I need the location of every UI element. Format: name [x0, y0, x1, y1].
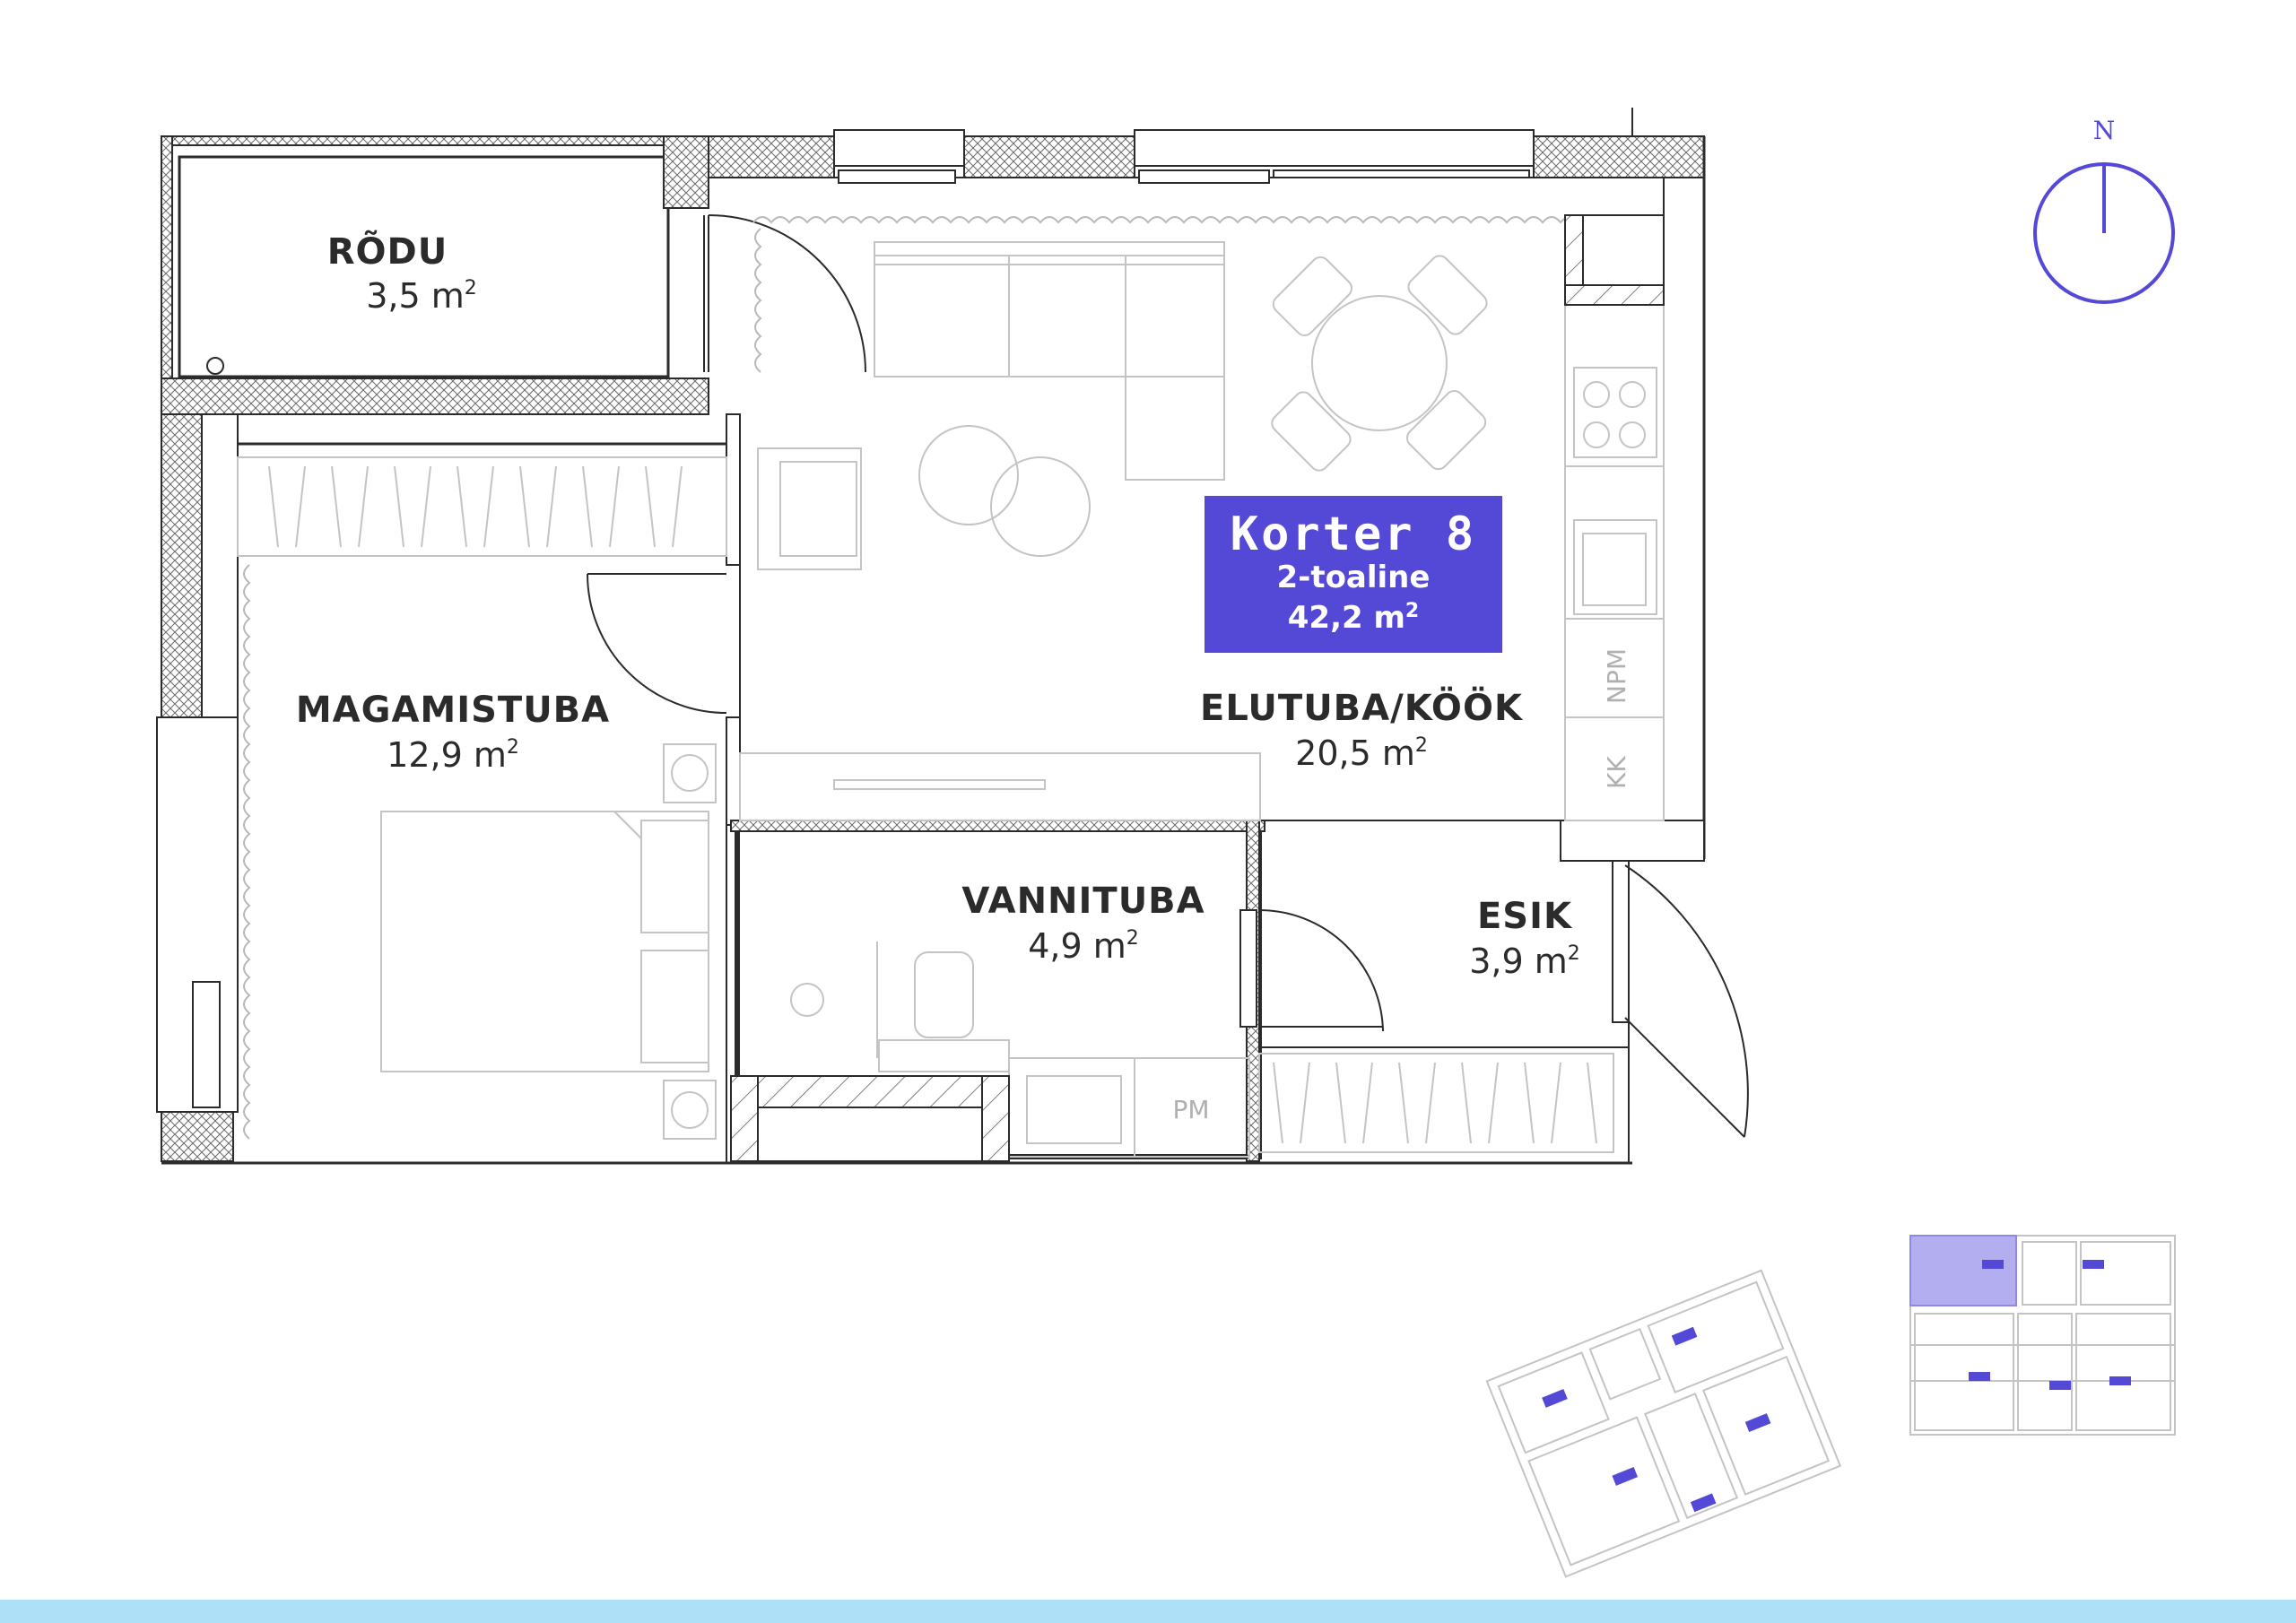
- apartment-badge: Korter 8 2-toaline 42,2 m2: [1205, 496, 1502, 653]
- badge-background: [1205, 496, 1502, 653]
- area-sup: 2: [1568, 942, 1580, 965]
- furniture: [237, 241, 1665, 1158]
- svg-text:42,2 m2: 42,2 m2: [1288, 600, 1419, 636]
- building-keyplan-rotated: [1485, 1269, 1842, 1578]
- area-sup: 2: [1126, 927, 1139, 950]
- area-sup: 2: [507, 736, 519, 759]
- apartment-type: 2-toaline: [1277, 560, 1431, 595]
- room-area-vannituba: 4,9 m: [1028, 926, 1126, 966]
- room-area-elutuba: 20,5 m: [1295, 733, 1415, 773]
- svg-text:3,9 m2: 3,9 m2: [1469, 942, 1580, 981]
- curtains: [243, 216, 1579, 1140]
- npm-label: NPM: [1602, 648, 1631, 704]
- room-esik: ESIK 3,9 m2: [1469, 896, 1580, 981]
- room-name-elutuba: ELUTUBA/KÖÖK: [1200, 686, 1524, 729]
- room-area-esik: 3,9 m: [1469, 942, 1568, 981]
- building-keyplan: [1909, 1235, 2176, 1436]
- pm-label: PM: [1172, 1095, 1209, 1124]
- room-vannituba: VANNITUBA 4,9 m2: [961, 881, 1205, 966]
- room-area-magamistuba: 12,9 m: [387, 735, 507, 775]
- area-sup: 2: [1405, 600, 1419, 622]
- svg-text:4,9 m2: 4,9 m2: [1028, 926, 1139, 966]
- svg-text:12,9 m2: 12,9 m2: [387, 735, 519, 775]
- balcony: [161, 135, 709, 379]
- area-sup: 2: [1415, 734, 1428, 757]
- room-name-esik: ESIK: [1477, 896, 1573, 937]
- room-rodu: RÕDU 3,5 m2: [327, 230, 477, 316]
- footer-bar: [0, 1600, 2296, 1623]
- room-name-rodu: RÕDU: [327, 230, 448, 273]
- area-sup: 2: [465, 277, 477, 299]
- room-name-vannituba: VANNITUBA: [961, 881, 1205, 922]
- compass-icon: N: [2033, 116, 2175, 304]
- svg-text:3,5 m2: 3,5 m2: [366, 276, 477, 316]
- room-elutuba: ELUTUBA/KÖÖK 20,5 m2: [1200, 686, 1524, 773]
- room-magamistuba: MAGAMISTUBA 12,9 m2: [296, 690, 610, 775]
- svg-text:20,5 m2: 20,5 m2: [1295, 733, 1428, 773]
- apartment-area: 42,2 m: [1288, 600, 1405, 636]
- kk-label: KK: [1602, 756, 1631, 789]
- bathtub-ledge: [730, 214, 1665, 1162]
- doors: [587, 214, 1749, 1138]
- room-name-magamistuba: MAGAMISTUBA: [296, 690, 610, 731]
- exterior-walls: [156, 108, 1706, 1165]
- apartment-title: Korter 8: [1231, 508, 1476, 561]
- compass-north-label: N: [2093, 116, 2116, 145]
- room-area-rodu: 3,5 m: [366, 276, 465, 316]
